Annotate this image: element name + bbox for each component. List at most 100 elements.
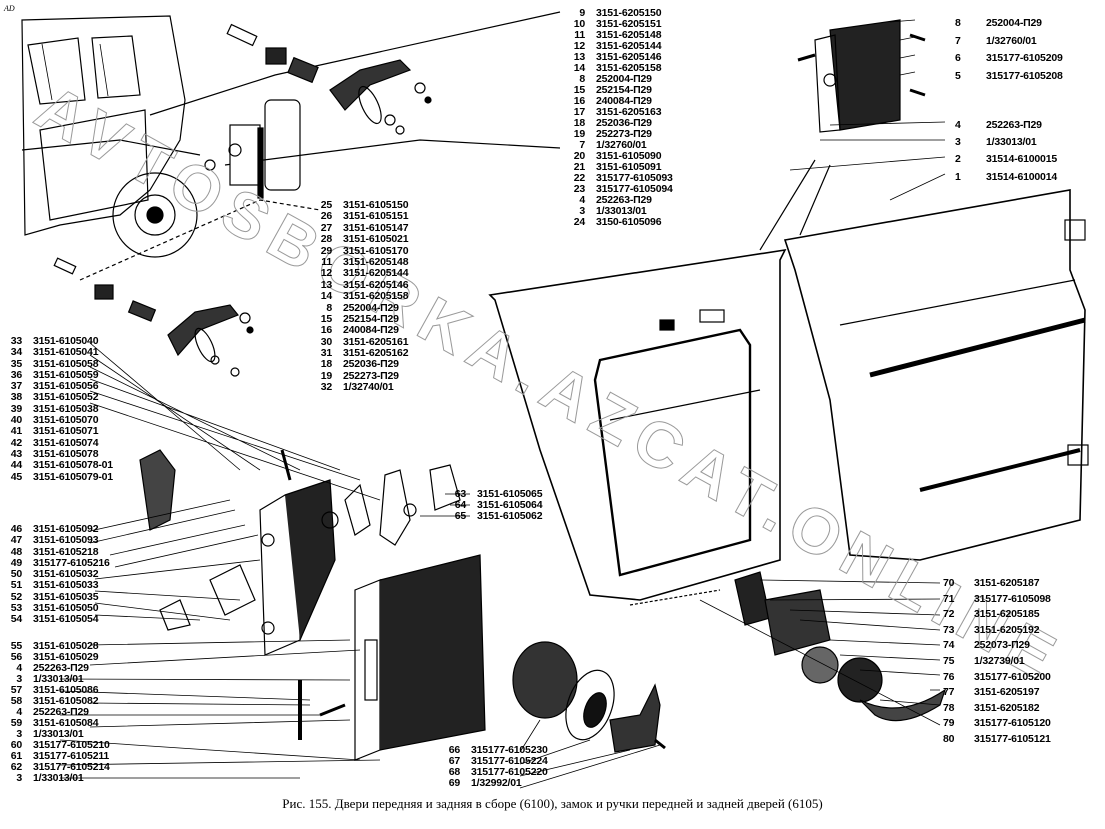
part-number: 252004-П29 bbox=[343, 301, 399, 314]
callout-number: 13 bbox=[573, 51, 585, 63]
part-number: 3151-6105092 bbox=[33, 523, 99, 535]
part-number: 3151-6105028 bbox=[33, 640, 99, 652]
part-number: 3151-6205144 bbox=[343, 267, 409, 280]
callout-number: 7 bbox=[955, 34, 961, 47]
callout-number: 60 bbox=[10, 739, 22, 751]
corner-mark: AD bbox=[4, 4, 15, 13]
part-number: 252154-П29 bbox=[343, 312, 399, 325]
part-number: 1/33013/01 bbox=[986, 136, 1037, 149]
callout-number: 71 bbox=[943, 592, 955, 605]
callout-row: 18 252036-П29 bbox=[312, 358, 408, 371]
callout-number: 14 bbox=[573, 62, 585, 74]
part-number: 252036-П29 bbox=[596, 117, 652, 129]
callout-row: 52 3151-6105035 bbox=[2, 590, 110, 603]
callout-number: 4 bbox=[16, 662, 22, 674]
callout-number: 41 bbox=[10, 425, 22, 438]
callout-number: 45 bbox=[10, 470, 22, 483]
part-number: 315177-6105224 bbox=[471, 755, 548, 767]
front-door-outer bbox=[759, 159, 1089, 561]
callout-number: 72 bbox=[943, 608, 955, 621]
part-number: 3151-6105054 bbox=[33, 613, 99, 626]
callout-number: 34 bbox=[10, 346, 22, 359]
callout-number: 80 bbox=[943, 732, 955, 745]
part-number: 1/32760/01 bbox=[986, 34, 1037, 47]
part-number: 252154-П29 bbox=[596, 84, 652, 96]
part-number: 3151-6105093 bbox=[33, 534, 99, 547]
callout-number: 19 bbox=[320, 369, 332, 382]
part-number: 315177-6105210 bbox=[33, 739, 110, 751]
part-number: 315177-6105098 bbox=[974, 592, 1051, 605]
part-number: 315177-6105209 bbox=[986, 52, 1063, 64]
part-number: 252073-П29 bbox=[974, 639, 1030, 652]
callout-number: 15 bbox=[320, 312, 332, 325]
callout-number: 11 bbox=[574, 29, 585, 41]
part-number: 3151-6105218 bbox=[33, 545, 99, 558]
part-number: 252036-П29 bbox=[343, 358, 399, 371]
part-number: 315177-6105208 bbox=[986, 69, 1063, 82]
callout-number: 49 bbox=[10, 556, 22, 569]
callout-number: 10 bbox=[573, 18, 585, 30]
callout-number: 39 bbox=[10, 402, 22, 415]
part-number: 3151-6105074 bbox=[33, 436, 99, 449]
part-number: 315177-6105121 bbox=[974, 732, 1051, 745]
callout-number: 8 bbox=[579, 73, 585, 85]
rear-door-inner bbox=[488, 248, 787, 601]
callout-number: 12 bbox=[320, 267, 332, 280]
callout-number: 19 bbox=[573, 128, 585, 140]
callout-number: 69 bbox=[448, 777, 460, 789]
callout-number: 18 bbox=[320, 358, 332, 371]
callout-number: 16 bbox=[573, 95, 585, 107]
callout-number: 1 bbox=[955, 170, 961, 183]
callout-number: 52 bbox=[10, 590, 22, 603]
part-number: 3151-6105040 bbox=[33, 335, 99, 347]
callout-number: 54 bbox=[10, 613, 22, 626]
callout-number: 14 bbox=[320, 290, 332, 303]
callout-number: 29 bbox=[320, 244, 332, 257]
part-number: 3151-6205197 bbox=[974, 686, 1040, 699]
callout-number: 79 bbox=[943, 717, 955, 730]
part-number: 3151-6105035 bbox=[33, 590, 99, 603]
part-number: 315177-6105220 bbox=[471, 766, 548, 778]
part-number: 3151-6105059 bbox=[33, 368, 99, 381]
part-number: 3151-6105091 bbox=[596, 161, 662, 173]
part-number: 3151-6105050 bbox=[33, 602, 99, 615]
part-number: 1/32740/01 bbox=[343, 381, 394, 394]
callout-number: 57 bbox=[10, 684, 22, 696]
callout-number: 17 bbox=[573, 106, 585, 118]
